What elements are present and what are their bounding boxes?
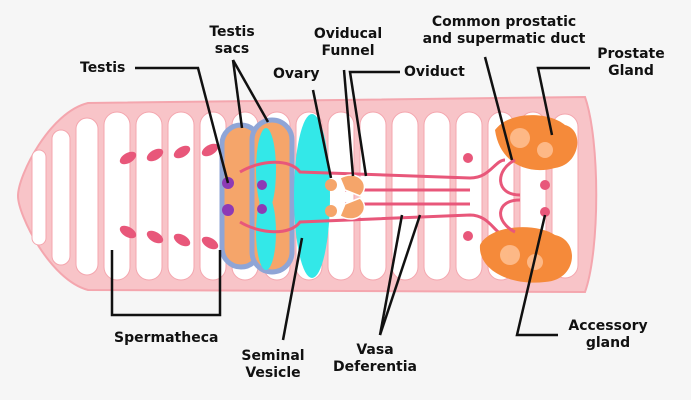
- leader-seminal-vesicle: [281, 237, 304, 341]
- oviducal-funnels: [339, 174, 366, 220]
- leader-testis-sacs-2: [231, 59, 270, 123]
- leader-prostate-gland: [536, 66, 590, 136]
- label-accessory-gland: Accessory gland: [568, 318, 648, 351]
- label-oviducal-funnel: Oviducal Funnel: [313, 26, 383, 59]
- accessory-glands: [463, 153, 550, 241]
- leader-lines: [110, 56, 590, 341]
- leader-vasa-1: [378, 214, 404, 336]
- leader-oviducal-funnel: [342, 69, 355, 177]
- label-ovary: Ovary: [273, 66, 320, 82]
- label-testis-sacs: Testis sacs: [209, 24, 255, 57]
- label-seminal-vesicle: Seminal Vesicle: [241, 348, 305, 381]
- prostate-glands: [479, 115, 578, 283]
- label-oviduct: Oviduct: [404, 64, 465, 80]
- label-testis: Testis: [80, 60, 126, 76]
- label-vasa-deferentia: Vasa Deferentia: [332, 342, 417, 375]
- label-prostate-gland: Prostate Gland: [597, 46, 665, 79]
- leader-common-prostatic: [483, 56, 514, 161]
- spermatheca-organs: [119, 143, 219, 250]
- leader-ovary: [311, 89, 333, 179]
- leader-spermatheca: [110, 250, 222, 317]
- testis-sacs: [219, 117, 295, 275]
- ovary-organs: [325, 179, 337, 217]
- leader-oviduct: [348, 70, 400, 177]
- leader-vasa-2: [378, 214, 422, 336]
- ducts: [239, 158, 506, 237]
- label-common-prostatic-duct: Common prostatic and supermatic duct: [422, 14, 586, 47]
- label-spermatheca: Spermatheca: [114, 330, 219, 346]
- leader-accessory-gland: [515, 214, 558, 337]
- leader-testis: [135, 66, 230, 184]
- leader-testis-sacs-1: [231, 59, 244, 129]
- prostatic-duct-loops: [499, 158, 521, 234]
